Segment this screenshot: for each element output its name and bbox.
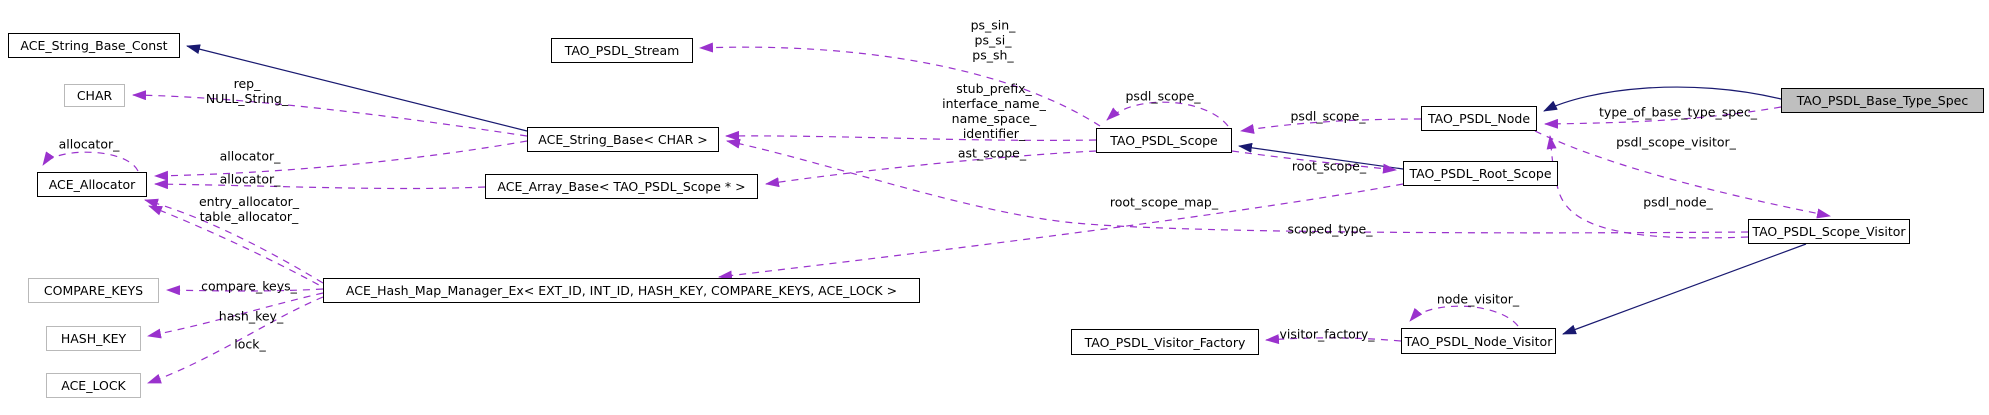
edge-usage-scope-arraybase bbox=[765, 150, 1097, 188]
edge-usage-allocator-selfloop bbox=[42, 151, 139, 172]
edge-usage-stringbase-allocator bbox=[154, 140, 528, 181]
edge-label-psdl-scope-visitor: psdl_scope_visitor_ bbox=[1616, 134, 1736, 150]
edge-usage-nodevisitor-selfloop bbox=[1409, 305, 1519, 327]
edge-label-allocator-arraybase: allocator_ bbox=[219, 171, 281, 187]
class-box-ace-lock: ACE_LOCK bbox=[46, 373, 141, 398]
edge-label-psdl-scope-self: psdl_scope_ bbox=[1125, 88, 1201, 104]
class-label: TAO_PSDL_Node bbox=[1427, 111, 1531, 126]
edge-inherit-scopevisitor-nodevisitor bbox=[1562, 243, 1807, 335]
class-box-tao-psdl-node-visitor[interactable]: TAO_PSDL_Node_Visitor bbox=[1401, 328, 1556, 354]
class-box-tao-psdl-stream[interactable]: TAO_PSDL_Stream bbox=[551, 38, 693, 63]
edge-label-lock: lock_ bbox=[234, 336, 266, 352]
edge-usage-scope-selfloop bbox=[1106, 101, 1229, 127]
edge-usage-scope-stream bbox=[699, 42, 1101, 127]
class-box-tao-psdl-base-type-spec: TAO_PSDL_Base_Type_Spec bbox=[1781, 88, 1984, 113]
edge-inherit-rootscope-scope bbox=[1238, 142, 1404, 170]
edge-usage-node-scopevisitor bbox=[1534, 130, 1831, 219]
class-label: ACE_LOCK bbox=[61, 378, 126, 393]
class-label: TAO_PSDL_Visitor_Factory bbox=[1084, 334, 1246, 350]
class-label: TAO_PSDL_Scope bbox=[1110, 133, 1218, 148]
edge-label-allocator-stringbase: allocator_ bbox=[219, 148, 281, 164]
edge-usage-hashmap-hashkey bbox=[147, 292, 324, 339]
edge-label-compare-keys: compare_keys_ bbox=[201, 278, 297, 294]
class-box-ace-hash-map-manager-ex[interactable]: ACE_Hash_Map_Manager_Ex< EXT_ID, INT_ID,… bbox=[323, 278, 920, 303]
class-box-tao-psdl-scope[interactable]: TAO_PSDL_Scope bbox=[1096, 128, 1232, 153]
edge-usage-scope-stringbase bbox=[725, 130, 1097, 141]
edge-label-rep-nullstring: rep_ NULL_String_ bbox=[205, 76, 289, 106]
edge-usage-stringbase-char bbox=[132, 90, 528, 137]
edge-usage-nodevisitor-visitorfactory bbox=[1265, 334, 1402, 345]
class-box-ace-string-base[interactable]: ACE_String_Base< CHAR > bbox=[527, 127, 719, 152]
edge-label-visitor-factory: visitor_factory_ bbox=[1279, 326, 1375, 342]
edge-label-psdl-scope: psdl_scope_ bbox=[1290, 108, 1366, 124]
class-box-ace-array-base[interactable]: ACE_Array_Base< TAO_PSDL_Scope * > bbox=[485, 174, 758, 199]
edge-usage-node-scope bbox=[1240, 118, 1422, 134]
class-label: ACE_Array_Base< TAO_PSDL_Scope * > bbox=[497, 179, 746, 194]
edge-inherit-stringbase-stringbaseconst bbox=[186, 44, 528, 132]
class-label: TAO_PSDL_Scope_Visitor bbox=[1752, 224, 1906, 239]
edge-usage-rootscope-hashmap bbox=[718, 183, 1404, 281]
class-box-ace-allocator[interactable]: ACE_Allocator bbox=[37, 172, 147, 197]
edge-inherit-basetypespec-node bbox=[1543, 86, 1782, 112]
class-label: ACE_String_Base_Const bbox=[20, 38, 168, 53]
edge-label-ast-scope: ast_scope_ bbox=[957, 145, 1027, 161]
class-box-compare-keys: COMPARE_KEYS bbox=[28, 278, 159, 303]
class-box-tao-psdl-root-scope[interactable]: TAO_PSDL_Root_Scope bbox=[1403, 161, 1558, 186]
edge-usage-hashmap-acelock bbox=[147, 296, 324, 384]
edge-usage-hashmap-comparekeys bbox=[166, 285, 324, 296]
edge-usage-scopevisitor-stringbase bbox=[726, 138, 1749, 234]
edge-usage-scope-rootscope bbox=[1231, 150, 1397, 174]
class-label: TAO_PSDL_Stream bbox=[564, 43, 680, 58]
class-label: ACE_Allocator bbox=[48, 177, 136, 192]
class-label: TAO_PSDL_Base_Type_Spec bbox=[1796, 93, 1969, 108]
edge-label-entry-table-allocator: entry_allocator_ table_allocator_ bbox=[198, 194, 300, 224]
edge-usage-scopevisitor-node bbox=[1546, 135, 1749, 239]
edge-label-root-scope: root_scope_ bbox=[1291, 158, 1367, 174]
class-box-tao-psdl-scope-visitor[interactable]: TAO_PSDL_Scope_Visitor bbox=[1748, 219, 1910, 244]
edge-usage-arraybase-allocator bbox=[154, 179, 486, 190]
class-label: ACE_Hash_Map_Manager_Ex< EXT_ID, INT_ID,… bbox=[345, 283, 898, 298]
class-label: TAO_PSDL_Node_Visitor bbox=[1404, 333, 1553, 349]
class-box-char: CHAR bbox=[64, 84, 125, 107]
edge-usage-basetypespec-node bbox=[1544, 106, 1782, 129]
edge-label-scoped-type: scoped_type_ bbox=[1287, 221, 1373, 237]
edge-usage-hashmap-allocator-1 bbox=[144, 198, 324, 284]
edge-label-node-visitor: node_visitor_ bbox=[1436, 291, 1520, 307]
class-label: HASH_KEY bbox=[60, 331, 127, 346]
edge-label-psdl-node: psdl_node_ bbox=[1643, 194, 1713, 210]
class-box-hash-key: HASH_KEY bbox=[46, 326, 141, 351]
class-label: CHAR bbox=[76, 88, 113, 103]
class-label: TAO_PSDL_Root_Scope bbox=[1409, 166, 1552, 181]
class-label: COMPARE_KEYS bbox=[43, 283, 144, 298]
class-box-ace-string-base-const[interactable]: ACE_String_Base_Const bbox=[8, 33, 180, 58]
edge-label-hash-key: hash_key_ bbox=[218, 308, 284, 324]
class-label: ACE_String_Base< CHAR > bbox=[538, 132, 708, 147]
edge-label-type-of-base-type-spec: type_of_base_type_spec_ bbox=[1599, 104, 1757, 120]
edge-label-scope-strings: stub_prefix_ interface_name_ name_space_… bbox=[942, 81, 1046, 141]
edge-label-allocator-self: allocator_ bbox=[58, 136, 120, 152]
class-box-tao-psdl-visitor-factory[interactable]: TAO_PSDL_Visitor_Factory bbox=[1071, 329, 1259, 355]
class-box-tao-psdl-node[interactable]: TAO_PSDL_Node bbox=[1421, 106, 1537, 131]
edge-label-ps-streams: ps_sin_ ps_si_ ps_sh_ bbox=[970, 17, 1016, 63]
edge-label-root-scope-map: root_scope_map_ bbox=[1109, 194, 1219, 210]
